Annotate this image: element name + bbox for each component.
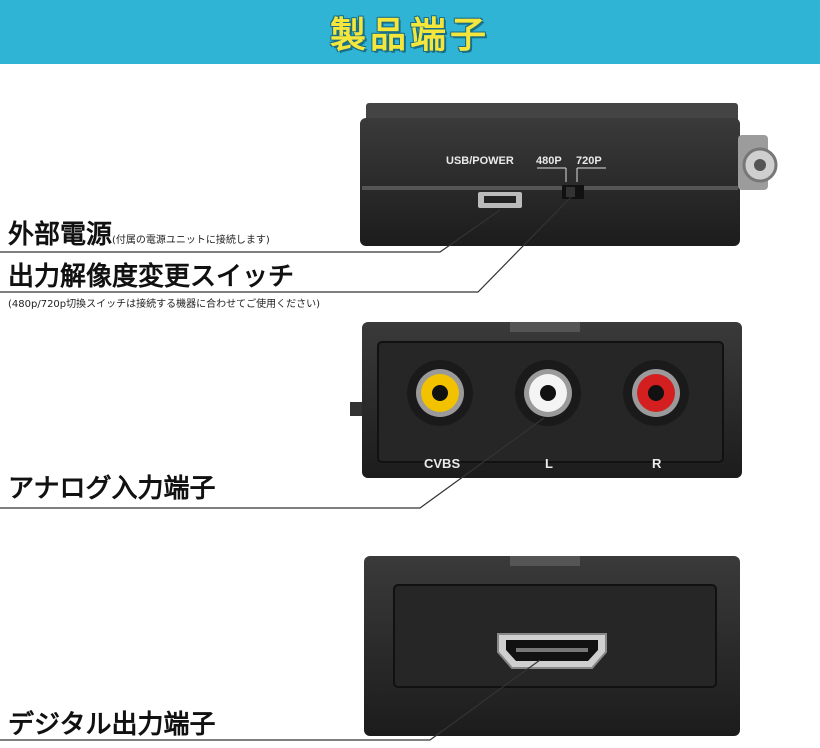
usb-power-text: USB/POWER [446,155,514,167]
hdmi-port [497,633,607,669]
callout-lines [0,195,573,741]
switch-720p-text: 720P [576,155,602,167]
digital-label: デジタル出力端子 [8,710,216,740]
power-label: 外部電源 [8,220,113,250]
power-note: (付属の電源ユニットに接続します) [112,235,270,246]
right-audio-jack [623,360,689,426]
page-title: 製品端子 [329,15,490,56]
power-label-row: 外部電源(付属の電源ユニットに接続します) [8,214,270,251]
left-audio-jack [515,360,581,426]
switch-label: 出力解像度変更スイッチ [8,262,295,292]
switch-note: (480p/720p切換スイッチは接続する機器に合わせてご使用ください) [8,299,321,310]
cvbs-jack-label: CVBS [424,456,460,471]
cvbs-jack [407,360,473,426]
digital-side-device [364,556,740,736]
right-jack-label: R [652,456,662,471]
header-banner: 製品端子 [0,0,820,64]
left-jack-label: L [545,456,553,471]
switch-480p-text: 480P [536,155,562,167]
power-side-device: USB/POWER 480P 720P [360,103,778,246]
analog-label: アナログ入力端子 [8,474,216,504]
analog-side-device: CVBS L R [350,322,742,478]
